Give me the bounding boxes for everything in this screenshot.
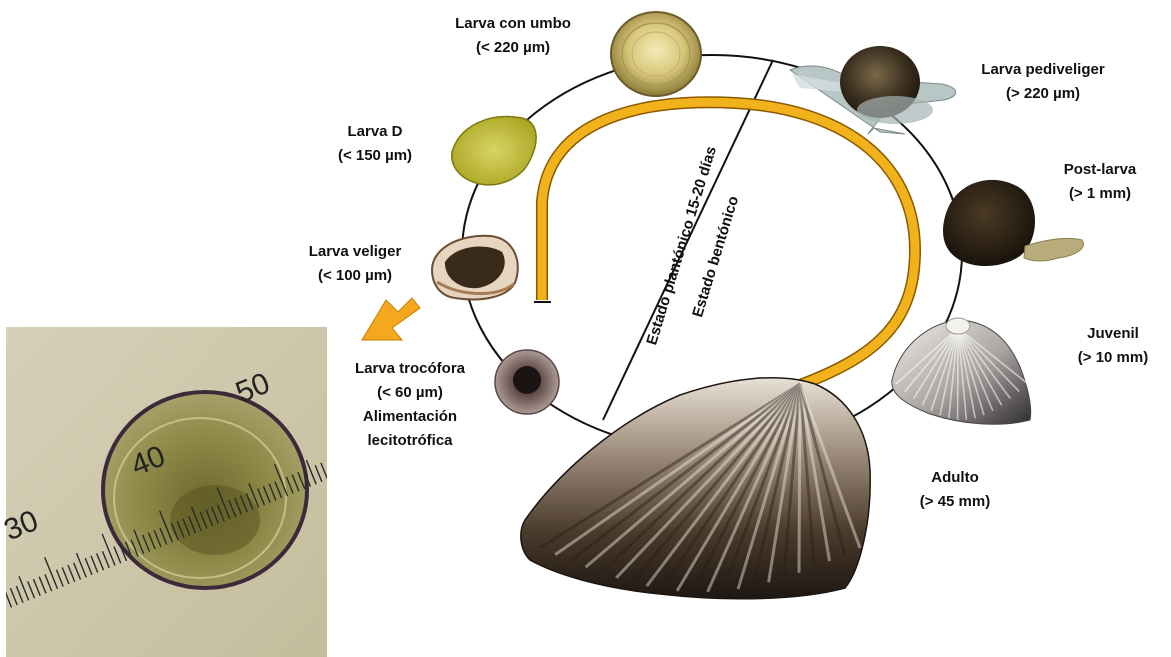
larva-trocofora-image (495, 350, 559, 414)
stage-name: Larva con umbo (438, 12, 588, 36)
pointer-arrow (362, 298, 420, 340)
stage-size: (> 1 mm) (1040, 182, 1160, 206)
stage-name: Larva pediveliger (958, 58, 1128, 82)
label-larva-veliger: Larva veliger (< 100 µm) (290, 240, 420, 288)
larva-d-image (452, 117, 536, 185)
stage-size: (< 100 µm) (290, 264, 420, 288)
label-larva-pediveliger: Larva pediveliger (> 220 µm) (958, 58, 1128, 106)
stage-name: Post-larva (1040, 158, 1160, 182)
planktonic-phase-label: Estado plantónico 15-20 días (643, 144, 720, 347)
scale-tick (0, 593, 6, 610)
label-larva-d: Larva D (< 150 µm) (320, 120, 430, 168)
stage-size: (< 220 µm) (438, 36, 588, 60)
stage-size: (> 10 mm) (1058, 346, 1168, 370)
stage-size: (< 60 µm) (340, 381, 480, 405)
stage-size: (> 220 µm) (958, 82, 1128, 106)
larva-umbo-image (611, 12, 701, 96)
juvenil-image (892, 318, 1031, 424)
label-larva-trocofora: Larva trocófora (< 60 µm) Alimentación l… (340, 357, 480, 453)
stage-size: (< 150 µm) (320, 144, 430, 168)
stage-name: Larva D (320, 120, 430, 144)
stage-note-line1: Alimentación (340, 405, 480, 429)
stage-name: Juvenil (1058, 322, 1168, 346)
stage-name: Larva veliger (290, 240, 420, 264)
label-post-larva: Post-larva (> 1 mm) (1040, 158, 1160, 206)
shell-rib (799, 384, 800, 573)
micrograph-photo: 30 40 50 (0, 327, 328, 657)
stage-name: Larva trocófora (340, 357, 480, 381)
larva-veliger-image (432, 236, 518, 300)
label-juvenil: Juvenil (> 10 mm) (1058, 322, 1168, 370)
label-larva-umbo: Larva con umbo (< 220 µm) (438, 12, 588, 60)
label-adulto: Adulto (> 45 mm) (895, 466, 1015, 514)
stage-size: (> 45 mm) (895, 490, 1015, 514)
adulto-image (521, 378, 870, 599)
stage-name: Adulto (895, 466, 1015, 490)
stage-note-line2: lecitotrófica (340, 429, 480, 453)
